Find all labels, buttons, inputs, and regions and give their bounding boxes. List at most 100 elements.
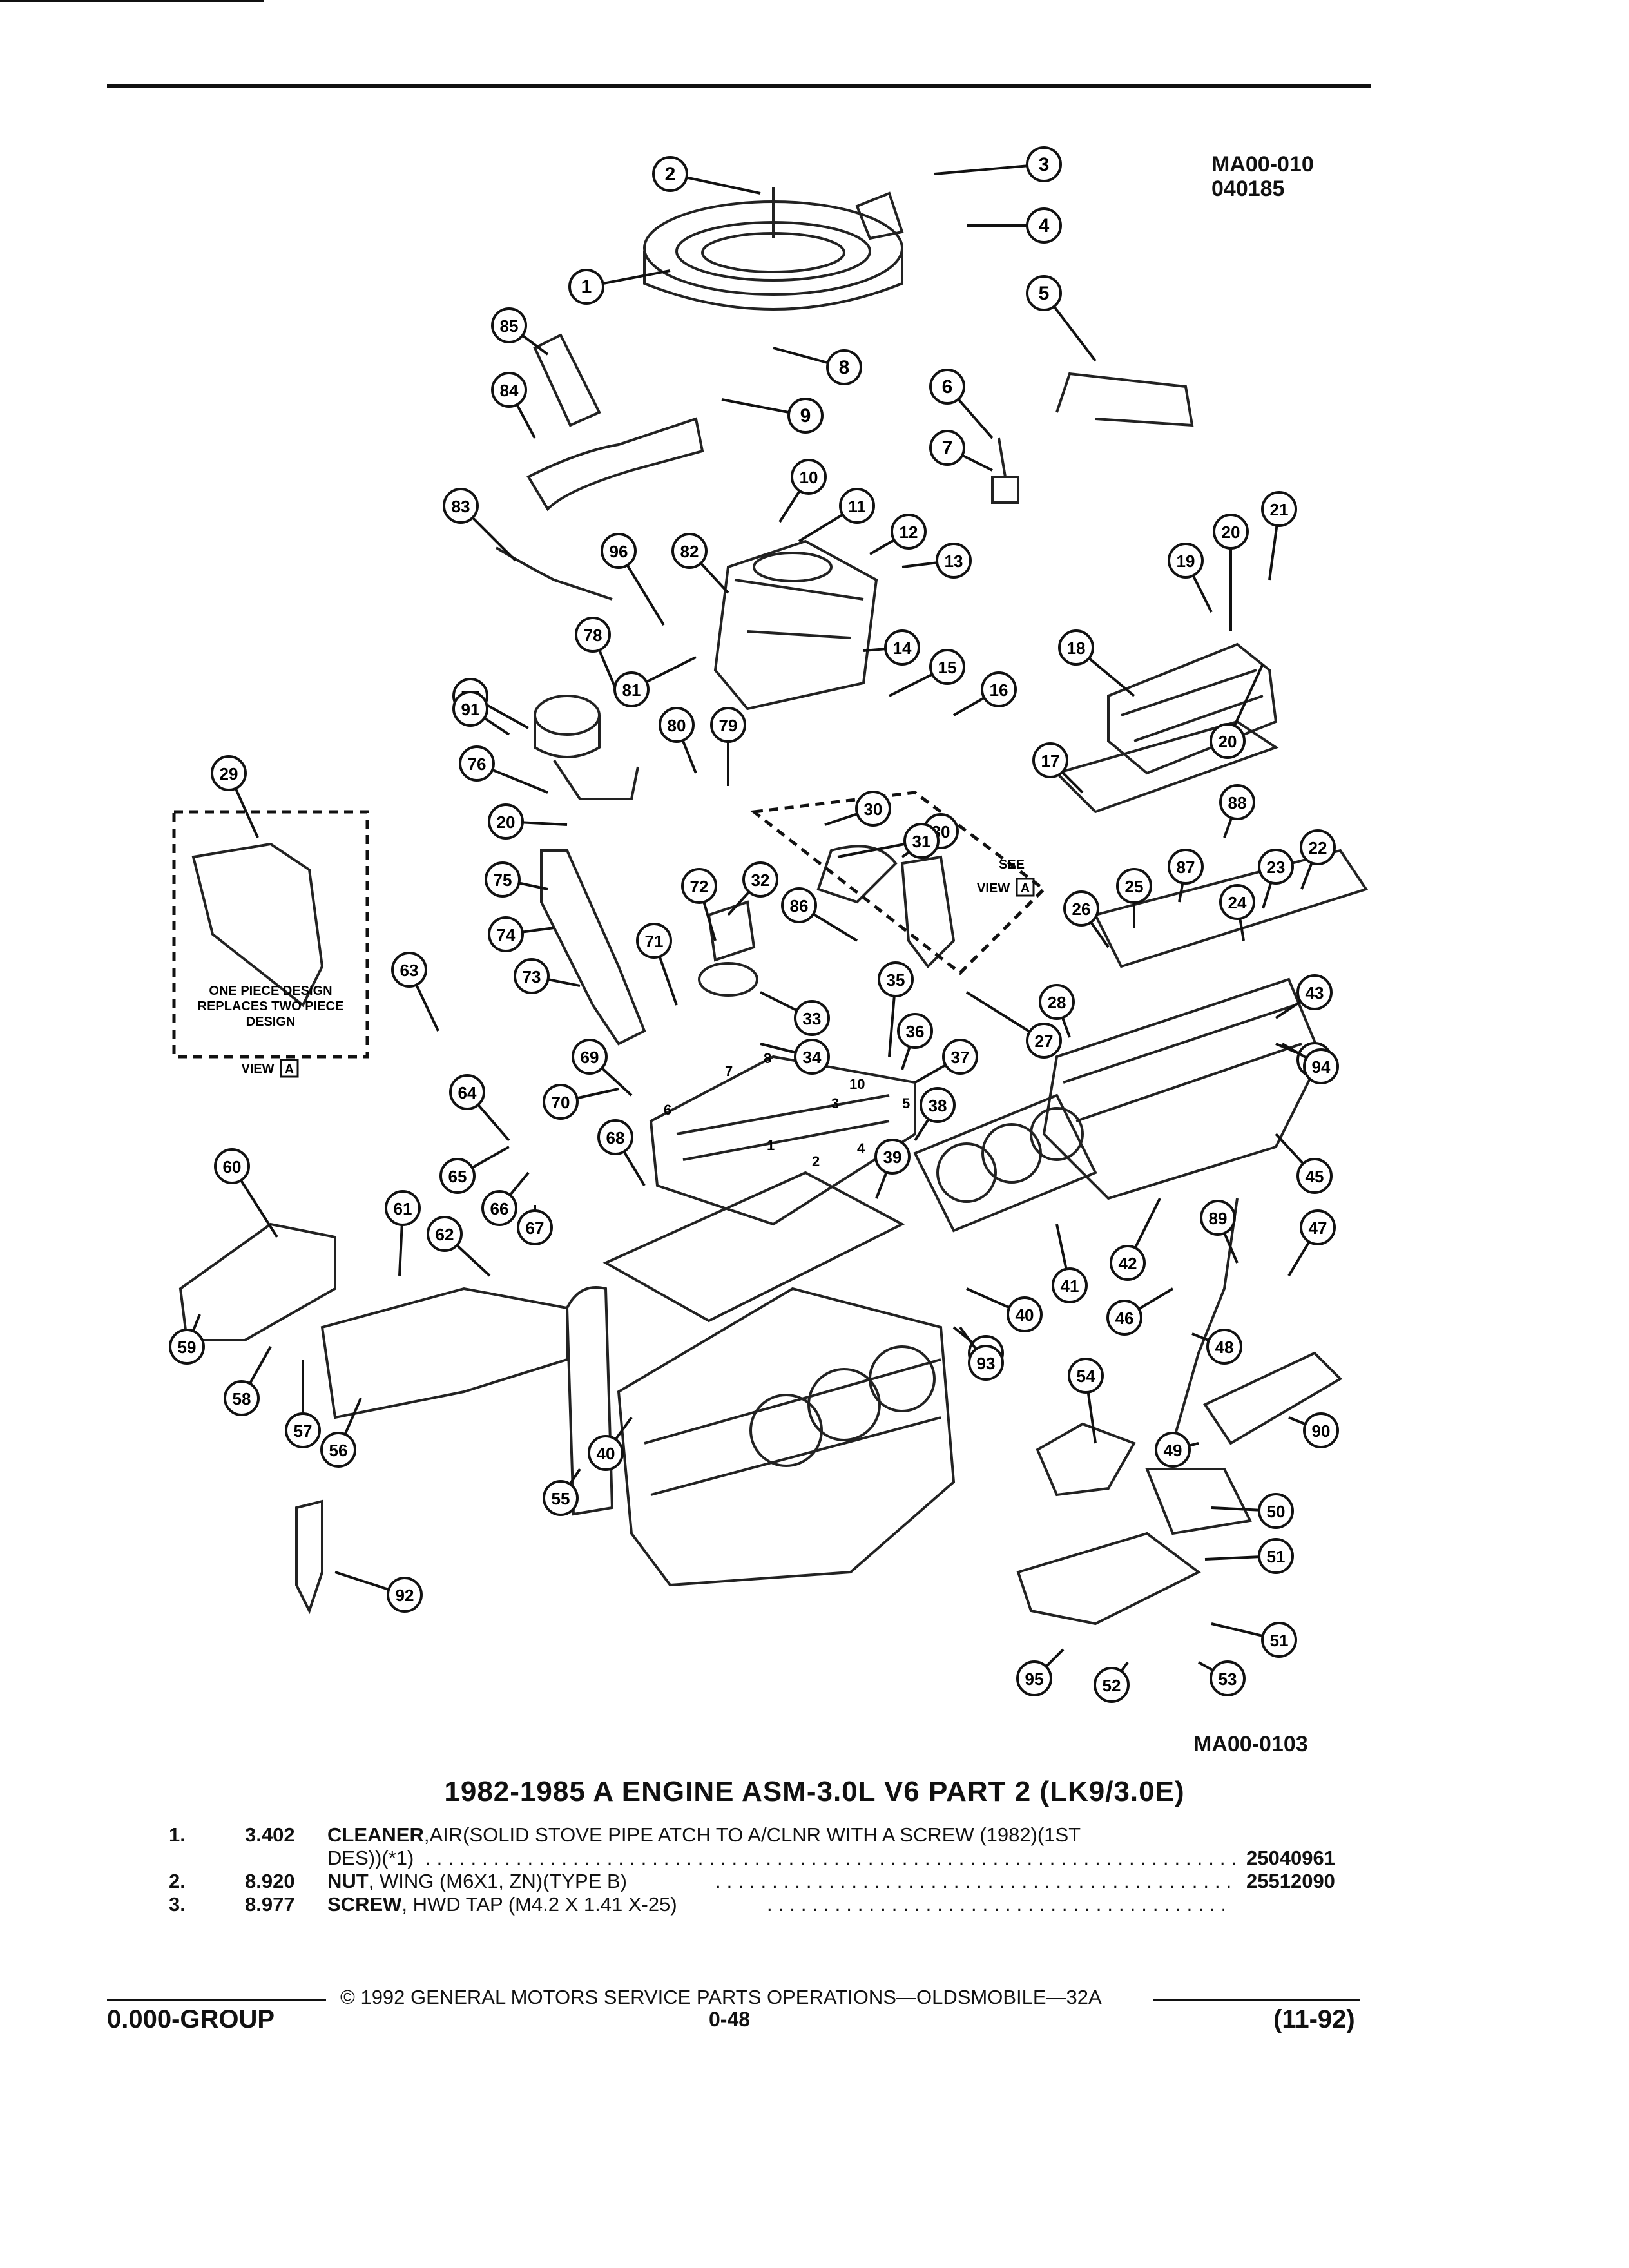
- callout-1: 1: [568, 269, 671, 305]
- callout-circle: [742, 861, 778, 898]
- callout-label: 26: [1072, 899, 1091, 919]
- callout-80: 80: [659, 707, 697, 774]
- footer-rule-right: [1153, 1999, 1360, 2001]
- callout-82: 82: [671, 533, 729, 594]
- callout-circle: [1303, 1412, 1339, 1448]
- header-rule: [107, 84, 1371, 88]
- alternator-bracket: [540, 849, 646, 1046]
- view-label: VIEW: [241, 1062, 274, 1076]
- callout-35: 35: [878, 961, 914, 1057]
- part-name: SCREW: [327, 1893, 402, 1916]
- callout-label: 17: [1041, 751, 1060, 771]
- callout-61: 61: [385, 1190, 421, 1276]
- callout-94: 94: [1281, 1043, 1339, 1084]
- callout-14: 14: [863, 629, 920, 666]
- callout-48: 48: [1191, 1329, 1242, 1365]
- callout-circle: [1007, 1296, 1043, 1332]
- item-number: 3.: [169, 1893, 186, 1916]
- valley-cover: [602, 1171, 905, 1323]
- callout-circle: [285, 1412, 321, 1448]
- callout-label: 51: [1270, 1631, 1289, 1650]
- callout-90: 90: [1288, 1412, 1339, 1448]
- callout-circle: [320, 1432, 356, 1468]
- callout-label: 85: [500, 316, 519, 336]
- callout-83: 83: [443, 488, 517, 562]
- footer-rule-left: [107, 1999, 326, 2001]
- callout-circle: [575, 617, 611, 653]
- part-description: ,AIR(SOLID STOVE PIPE ATCH TO A/CLNR WIT…: [423, 1823, 1081, 1846]
- callout-30: 30: [824, 791, 891, 827]
- callout-4: 4: [967, 207, 1062, 244]
- callout-circle: [1168, 543, 1204, 579]
- intake-manifold: [649, 1055, 916, 1226]
- callout-circle: [981, 671, 1017, 707]
- valve-cover: [1107, 642, 1278, 775]
- callout-label: 84: [500, 381, 519, 400]
- callout-circle: [1210, 723, 1246, 759]
- callout-73: 73: [514, 958, 581, 994]
- group-number: 8.920: [245, 1870, 295, 1892]
- torque-sequence-number: 2: [812, 1153, 820, 1169]
- see-view-label: VIEW: [977, 881, 1010, 896]
- view-a-frame: [172, 810, 369, 1059]
- callout-29: 29: [211, 755, 259, 838]
- callout-circle: [1296, 974, 1333, 1010]
- view-a-bracket: [191, 842, 324, 1008]
- callout-label: 79: [719, 716, 738, 735]
- callout-label: 42: [1119, 1254, 1137, 1273]
- callout-circle: [794, 1000, 830, 1036]
- item-number: 2.: [169, 1870, 186, 1892]
- callout-label: 93: [977, 1354, 996, 1373]
- callout-69: 69: [572, 1039, 633, 1097]
- callout-circle: [491, 307, 527, 343]
- section-title: 1982-1985 A ENGINE ASM-3.0L V6 PART 2 (L…: [444, 1776, 1185, 1807]
- callout-65: 65: [439, 1146, 510, 1194]
- callout-label: 41: [1061, 1276, 1079, 1296]
- callout-66: 66: [481, 1171, 530, 1226]
- cylinder-head-right: [1042, 977, 1323, 1200]
- callout-circle: [826, 349, 862, 385]
- callout-label: 21: [1270, 500, 1289, 519]
- callout-circle: [1219, 784, 1255, 820]
- callout-74: 74: [488, 916, 555, 952]
- callout-label: 37: [951, 1048, 970, 1067]
- callout-56: 56: [320, 1398, 362, 1468]
- callout-37: 37: [914, 1039, 978, 1084]
- callout-circle: [929, 649, 965, 685]
- callout-label: 4: [1039, 215, 1050, 236]
- callout-circle: [449, 1074, 485, 1110]
- callout-88: 88: [1219, 784, 1255, 838]
- callout-label: 94: [1312, 1057, 1331, 1077]
- callout-circle: [1261, 491, 1297, 527]
- callout-label: 62: [436, 1225, 454, 1244]
- callout-51: 51: [1204, 1538, 1294, 1574]
- callout-label: 40: [597, 1444, 615, 1463]
- callout-27: 27: [965, 991, 1062, 1059]
- torque-sequence-number: 6: [664, 1102, 671, 1118]
- callout-2: 2: [652, 156, 761, 195]
- drawing-code: MA00-010: [1211, 152, 1314, 177]
- callout-72: 72: [681, 868, 717, 941]
- callout-label: 92: [396, 1586, 414, 1605]
- callout-label: 43: [1306, 983, 1324, 1003]
- callout-label: 72: [690, 877, 709, 896]
- callout-9: 9: [721, 398, 824, 434]
- bottom-drawing-code: MA00-0103: [1193, 1732, 1308, 1756]
- callout-circle: [1200, 1200, 1236, 1236]
- water-outlet: [1145, 1468, 1252, 1535]
- callout-7: 7: [929, 430, 993, 472]
- callout-label: 10: [800, 468, 818, 487]
- callout-label: 19: [1177, 552, 1195, 571]
- callout-label: 67: [526, 1218, 545, 1238]
- callout-circle: [568, 269, 604, 305]
- part-description: , HWD TAP (M4.2 X 1.41 X-25): [401, 1893, 677, 1916]
- callout-circle: [1258, 849, 1294, 885]
- callout-93: 93: [959, 1326, 1004, 1381]
- callout-42: 42: [1110, 1198, 1161, 1281]
- callout-label: 95: [1025, 1669, 1044, 1689]
- callout-20: 20: [1213, 514, 1249, 631]
- callout-circle: [1026, 1023, 1062, 1059]
- callout-57: 57: [285, 1360, 321, 1448]
- callout-label: 20: [497, 812, 516, 832]
- callout-circle: [1300, 829, 1336, 865]
